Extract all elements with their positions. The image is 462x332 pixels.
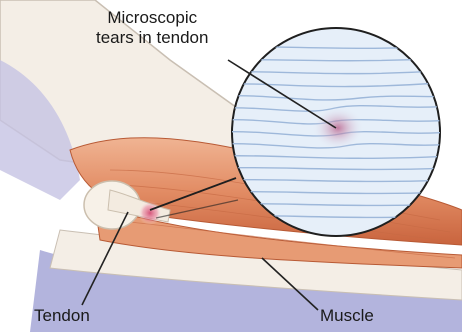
microscopic-tears-label: Microscopic tears in tendon	[96, 8, 208, 48]
tear-spot	[138, 201, 162, 225]
tears-label-line2: tears in tendon	[96, 28, 208, 48]
muscle-label: Muscle	[320, 306, 374, 326]
magnified-tear	[312, 106, 364, 150]
tears-label-line1: Microscopic	[96, 8, 208, 28]
tendon-label: Tendon	[34, 306, 90, 326]
